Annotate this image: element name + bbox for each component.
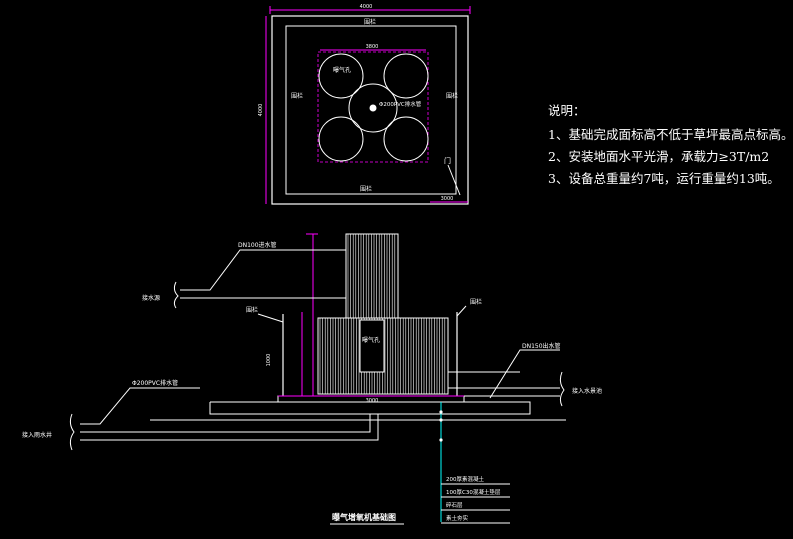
drawing-title: 曝气增氧机基础图 — [332, 512, 396, 522]
plan-railing-label-right: 围栏 — [446, 92, 458, 100]
section-layer-3: 碎石层 — [446, 501, 463, 509]
section-railing-label-left: 围栏 — [246, 306, 258, 314]
plan-tank — [383, 116, 429, 162]
section-layer-2: 100厚C30混凝土垫层 — [446, 488, 501, 496]
section-supply-pipe-label: DN100进水管 — [238, 241, 277, 249]
section-to-well-label: 接入雨水井 — [22, 431, 52, 439]
plan-railing-label-bottom: 围栏 — [360, 185, 372, 193]
foundation-drawing: 4000 4000 3800 围栏 围栏 围栏 围栏 曝气孔 Φ200PVC排水… — [22, 4, 602, 525]
section-railing-label-right: 围栏 — [470, 298, 482, 306]
notes-block: 说明： 1、基础完成面标高不低于草坪最高点标高。 2、安装地面水平光滑，承载力≥… — [548, 100, 793, 190]
plan-railing — [285, 25, 457, 195]
plan-railing-label-top: 围栏 — [364, 18, 376, 26]
plan-railing-label-left: 围栏 — [291, 92, 303, 100]
section-base-dimension: 3000 — [366, 398, 379, 404]
notes-heading: 说明： — [548, 103, 586, 118]
section-view: 曝气孔 1000 DN100进水管 接水源 围栏 围栏 DN150出水管 接入水… — [22, 233, 602, 525]
section-drain-pipe-label: Φ200PVC排水管 — [132, 379, 178, 387]
plan-inner-dimension: 3800 — [366, 44, 379, 50]
plan-outer-slab — [271, 15, 469, 205]
plan-left-dimension: 4000 — [258, 104, 264, 117]
plan-inlet-marker — [369, 104, 377, 112]
section-vent-label: 曝气孔 — [362, 336, 380, 344]
section-to-pool-label: 接入水景池 — [572, 387, 602, 395]
note-item-2: 2、安装地面水平光滑，承载力≥3T/m2 — [548, 149, 770, 164]
plan-inlet-label: Φ200PVC排水管 — [379, 100, 422, 108]
plan-bottom-right-dimension: 3000 — [441, 196, 454, 202]
plan-vent-label: 曝气孔 — [333, 66, 351, 74]
plan-tank-center — [348, 83, 398, 133]
plan-tank — [318, 53, 364, 99]
plan-equipment-base — [317, 51, 429, 163]
plan-tank — [383, 53, 429, 99]
plan-view: 4000 4000 3800 围栏 围栏 围栏 围栏 曝气孔 Φ200PVC排水… — [258, 4, 471, 205]
section-layer-4: 素土夯实 — [446, 514, 469, 522]
section-height-dimension: 1000 — [266, 354, 272, 367]
plan-door-label: 门 — [444, 156, 451, 165]
section-upper-tank — [347, 234, 396, 318]
note-item-1: 1、基础完成面标高不低于草坪最高点标高。 — [548, 127, 793, 142]
section-source-label: 接水源 — [142, 294, 160, 302]
note-item-3: 3、设备总重量约7吨，运行重量约13吨。 — [548, 171, 780, 186]
section-vent-box — [359, 319, 385, 373]
section-layer-1: 200厚素混凝土 — [446, 475, 484, 483]
section-outlet-pipe-label: DN150出水管 — [522, 342, 561, 350]
plan-top-dimension: 4000 — [360, 4, 373, 10]
plan-tank — [318, 116, 364, 162]
section-lower-tank — [319, 318, 446, 394]
